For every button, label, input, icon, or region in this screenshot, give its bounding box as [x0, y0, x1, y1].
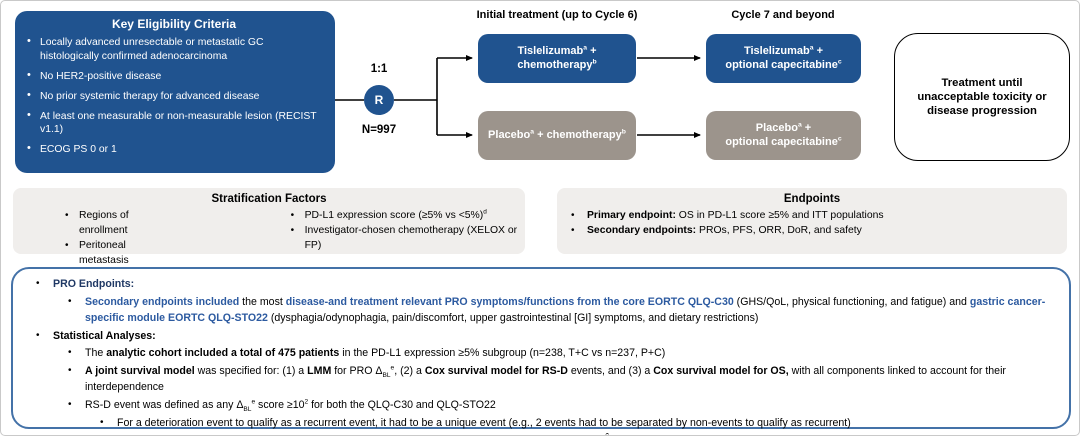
- note-bullet: • PRO Endpoints:: [13, 276, 1055, 292]
- bullet-icon: •: [571, 225, 575, 236]
- stratification-item-text: Investigator-chosen chemotherapy (XELOX …: [304, 225, 518, 251]
- stratification-item-text: PD-L1 expression score (≥5% vs <5%)d: [304, 208, 487, 221]
- note-bullet: • The analytic cohort included a total o…: [13, 345, 1055, 361]
- bullet-icon: •: [65, 210, 69, 221]
- note-text: The analytic cohort included a total of …: [85, 347, 666, 360]
- bullet-icon: •: [290, 225, 295, 236]
- bullet-icon: •: [27, 68, 31, 81]
- eligibility-item-text: ECOG PS 0 or 1: [40, 144, 117, 155]
- note-text: RS-D event was defined as any ΔBLe score…: [85, 398, 496, 414]
- bullet-icon: •: [27, 108, 31, 121]
- stratification-title: Stratification Factors: [211, 193, 327, 205]
- stratification-item: • Peritoneal metastasis: [65, 238, 175, 268]
- flow-connector-lines: [335, 55, 701, 138]
- stratification-col1: • Regions of enrollment • Peritoneal met…: [65, 208, 175, 268]
- randomization-ratio: 1:1: [370, 63, 388, 75]
- endpoint-item-text: Primary endpoint: OS in PD-L1 score ≥5% …: [587, 210, 884, 221]
- stratification-col2: • PD-L1 expression score (≥5% vs <5%)d •…: [291, 208, 525, 268]
- bullet-icon: •: [100, 416, 104, 428]
- bullet-icon: •: [68, 365, 72, 377]
- eligibility-item: • No HER2-positive disease: [23, 68, 325, 84]
- bullet-icon: •: [571, 210, 575, 221]
- eligibility-item: • Locally advanced unresectable or metas…: [23, 35, 325, 63]
- note-text: PRO Endpoints:: [53, 278, 135, 290]
- column-header-initial-treatment: Initial treatment (up to Cycle 6): [476, 9, 638, 21]
- treatment-box-label: Tislelizumaba +optional capecitabinec: [725, 44, 842, 71]
- stratification-columns: • Regions of enrollment • Peritoneal met…: [13, 208, 525, 268]
- stratification-item: • PD-L1 expression score (≥5% vs <5%)d: [291, 208, 525, 223]
- eligibility-item-text: Locally advanced unresectable or metasta…: [40, 37, 264, 62]
- bullet-icon: •: [65, 240, 69, 251]
- endpoints-title: Endpoints: [783, 193, 841, 205]
- bullet-icon: •: [27, 88, 31, 101]
- eligibility-item: • No prior systemic therapy for advanced…: [23, 88, 325, 104]
- treatment-box-label: Placeboa + chemotherapyb: [488, 128, 626, 141]
- note-bullet: • Secondary endpoints included the most …: [13, 294, 1055, 326]
- treatment-box-placebo-capecitabine: Placeboa +optional capecitabinec: [706, 111, 861, 160]
- eligibility-item-text: No prior systemic therapy for advanced d…: [40, 90, 260, 102]
- bullet-icon: •: [27, 35, 31, 47]
- note-bullet: • For a deterioration event to qualify a…: [13, 415, 1055, 431]
- eligibility-criteria-box: Key Eligibility Criteria • Locally advan…: [15, 11, 335, 173]
- pro-endpoints-statistical-notes-box: • PRO Endpoints: • Secondary endpoints i…: [11, 267, 1071, 435]
- endpoint-item-text: Secondary endpoints: PROs, PFS, ORR, DoR…: [587, 225, 862, 236]
- bullet-icon: •: [68, 295, 72, 307]
- note-bullet: • A joint survival model was specified f…: [13, 363, 1055, 395]
- randomization-circle: R: [364, 85, 394, 115]
- stratification-item-text: Regions of enrollment: [79, 210, 129, 236]
- bullet-icon: •: [36, 278, 40, 289]
- bullet-icon: •: [36, 329, 40, 341]
- bullet-icon: •: [68, 347, 72, 359]
- endpoint-item: • Primary endpoint: OS in PD-L1 score ≥5…: [571, 208, 1067, 223]
- bullet-icon: •: [290, 210, 295, 221]
- treatment-box-tislelizumab-chemotherapy: Tislelizumaba +chemotherapyb: [478, 34, 636, 83]
- treatment-box-placebo-chemotherapy: Placeboa + chemotherapyb: [478, 111, 636, 160]
- stratification-item-text: Peritoneal metastasis: [79, 240, 129, 266]
- treatment-duration-text: Treatment until unacceptable toxicity or…: [917, 77, 1047, 117]
- eligibility-item: • At least one measurable or non-measura…: [23, 108, 325, 137]
- note-text: Model and parameter convergence were eva…: [85, 434, 649, 435]
- eligibility-item-text: At least one measurable or non-measurabl…: [40, 110, 317, 136]
- note-text: Statistical Analyses:: [53, 329, 156, 342]
- eligibility-list: • Locally advanced unresectable or metas…: [23, 35, 325, 157]
- bullet-icon: •: [68, 398, 72, 410]
- eligibility-item: • ECOG PS 0 or 1: [23, 142, 325, 157]
- note-text: Secondary endpoints included the most di…: [85, 295, 1046, 324]
- treatment-box-tislelizumab-capecitabine: Tislelizumaba +optional capecitabinec: [706, 34, 861, 83]
- notes-list: • PRO Endpoints: • Secondary endpoints i…: [13, 276, 1055, 435]
- note-text: For a deterioration event to qualify as …: [117, 416, 851, 429]
- note-text: A joint survival model was specified for…: [85, 364, 1006, 394]
- note-bullet: • Model and parameter convergence were e…: [13, 432, 1055, 435]
- note-bullet: • Statistical Analyses:: [13, 328, 1055, 344]
- eligibility-title: Key Eligibility Criteria: [111, 17, 237, 31]
- treatment-box-label: Placeboa +optional capecitabinec: [725, 121, 842, 148]
- treatment-box-label: Tislelizumaba +chemotherapyb: [517, 44, 597, 71]
- column-header-cycle7-beyond: Cycle 7 and beyond: [731, 9, 835, 21]
- endpoint-item: • Secondary endpoints: PROs, PFS, ORR, D…: [571, 223, 1067, 238]
- stratification-item: • Regions of enrollment: [65, 208, 175, 238]
- eligibility-item-text: No HER2-positive disease: [40, 70, 162, 82]
- treatment-duration-box: Treatment until unacceptable toxicity or…: [894, 33, 1070, 161]
- stratification-item: • Investigator-chosen chemotherapy (XELO…: [291, 223, 525, 253]
- note-bullet: • RS-D event was defined as any ΔBLe sco…: [13, 397, 1055, 413]
- bullet-icon: •: [68, 432, 72, 435]
- stratification-factors-panel: Stratification Factors • Regions of enro…: [13, 188, 525, 266]
- endpoints-panel: Endpoints • Primary endpoint: OS in PD-L…: [557, 188, 1067, 254]
- sample-size-label: N=997: [361, 124, 397, 136]
- endpoints-list: • Primary endpoint: OS in PD-L1 score ≥5…: [571, 208, 1067, 238]
- bullet-icon: •: [27, 142, 31, 154]
